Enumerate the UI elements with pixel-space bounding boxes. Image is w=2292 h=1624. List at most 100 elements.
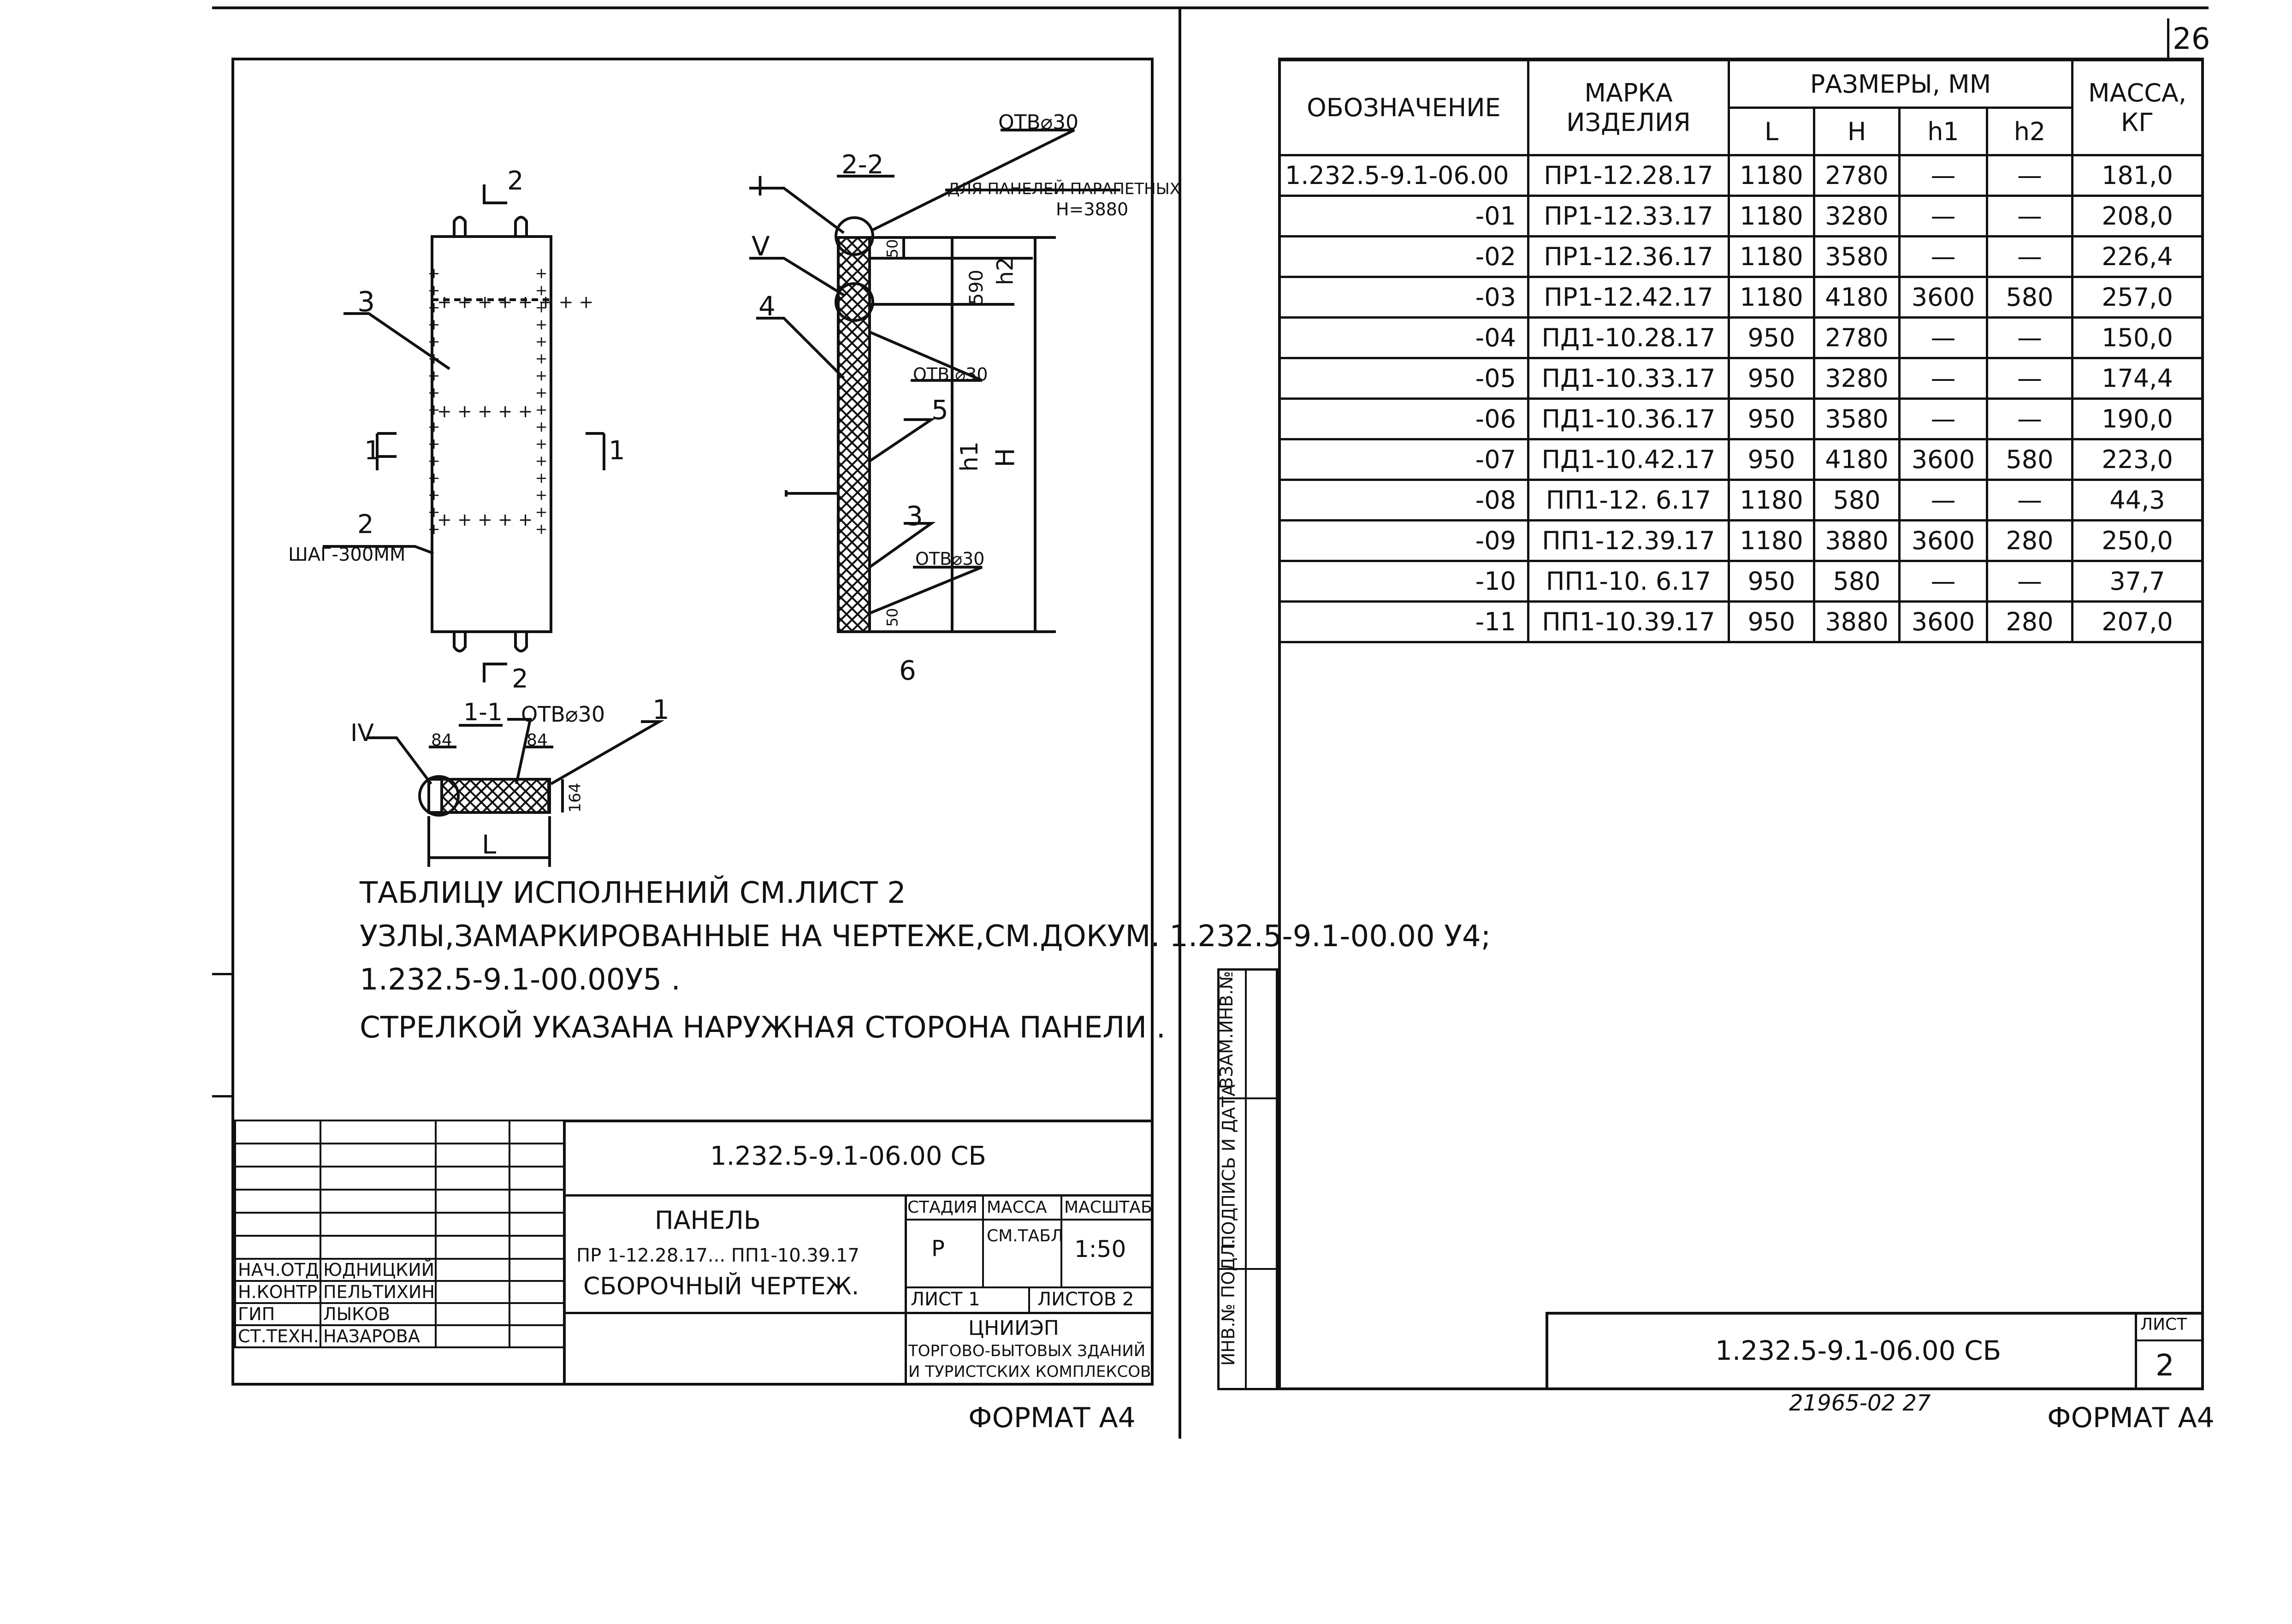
cell-H: 3280 <box>1813 195 1901 237</box>
cell-L: 950 <box>1728 560 1815 603</box>
dim-50-bottom: 50 <box>883 608 901 627</box>
stamp-sheets: ЛИСТОВ 2 <box>1037 1289 1134 1310</box>
left-margin-tick <box>212 973 231 975</box>
cell-mass: 181,0 <box>2071 154 2203 197</box>
left-margin-tick <box>212 1095 231 1097</box>
cell-h1: — <box>1898 397 1988 440</box>
cell-h2: — <box>1986 195 2073 237</box>
signer-role: СТ.ТЕХН. <box>234 1324 321 1348</box>
cell-h1: — <box>1898 154 1988 197</box>
cell-mass: 174,4 <box>2071 357 2203 400</box>
otv-30-section-1: ОТВ⌀30 <box>521 702 605 727</box>
cell-designation: 1.232.5-9.1-06.00 <box>1278 154 1529 197</box>
parapet-note-line1: ДЛЯ ПАНЕЛЕЙ ПАРАПЕТНЫХ <box>948 180 1180 198</box>
svg-text:+ + + + + + + + + + + + + + +: + + + + + + + + + + + + + + + + <box>533 267 551 536</box>
cell-L: 1180 <box>1728 479 1815 522</box>
cell-h1: — <box>1898 316 1988 359</box>
cell-designation: -11 <box>1278 600 1529 643</box>
cell-H: 4180 <box>1813 276 1901 319</box>
cell-mark: ПП1-10. 6.17 <box>1527 560 1730 603</box>
cell-designation: -10 <box>1278 560 1529 603</box>
header-sizes: РАЗМЕРЫ, ММ <box>1728 59 2073 109</box>
cell-h1: — <box>1898 195 1988 237</box>
title-block <box>563 1120 1154 1386</box>
cell-h2: — <box>1986 316 2073 359</box>
section-1-1 <box>367 718 665 867</box>
cell-h2: 280 <box>1986 600 2073 643</box>
cell-mark: ПР1-12.33.17 <box>1527 195 1730 237</box>
signer-name: ЛЫКОВ <box>320 1302 437 1326</box>
cell-L: 1180 <box>1728 235 1815 278</box>
cell-mass: 44,3 <box>2071 479 2203 522</box>
svg-text:+ + + + +: + + + + + <box>437 510 533 530</box>
node-IV-label: IV <box>350 719 374 747</box>
note-line-1: ТАБЛИЦУ ИСПОЛНЕНИЙ СМ.ЛИСТ 2 <box>360 876 906 910</box>
pos-3-section-label: 3 <box>906 500 923 532</box>
right-stamp <box>1546 1312 2204 1390</box>
stamp-org-line3: И ТУРИСТСКИХ КОМПЛЕКСОВ <box>908 1363 1151 1381</box>
otv-30-low: ОТВ⌀30 <box>915 549 985 569</box>
cell-h2: — <box>1986 560 2073 603</box>
cell-designation: -09 <box>1278 519 1529 562</box>
stamp-drawing-type: СБОРОЧНЫЙ ЧЕРТЕЖ. <box>583 1273 859 1300</box>
cell-mass: 223,0 <box>2071 438 2203 481</box>
dim-h2: h2 <box>992 257 1019 285</box>
right-stamp-sheet-no: 2 <box>2156 1349 2174 1383</box>
stamp-mass: СМ.ТАБЛ <box>987 1227 1064 1245</box>
node-I-label: I <box>756 171 764 202</box>
stamp-col-scale: МАСШТАБ <box>1064 1198 1152 1217</box>
page-number-box <box>2167 18 2211 59</box>
top-trim-line <box>212 6 2209 9</box>
cell-mark: ПП1-10.39.17 <box>1527 600 1730 643</box>
stamp-stage: Р <box>931 1236 945 1262</box>
section-2-2-title: 2-2 <box>841 150 884 180</box>
pos-5-label: 5 <box>931 394 948 426</box>
cell-H: 2780 <box>1813 154 1901 197</box>
cell-H: 2780 <box>1813 316 1901 359</box>
cell-mass: 207,0 <box>2071 600 2203 643</box>
signer-name: ЮДНИЦКИЙ <box>320 1258 437 1282</box>
cell-L: 950 <box>1728 600 1815 643</box>
pos-4-label: 4 <box>758 290 776 322</box>
side-label-inv: ИНВ.№ ПОДЛ. <box>1218 1239 1238 1366</box>
note-line-4: СТРЕЛКОЙ УКАЗАНА НАРУЖНАЯ СТОРОНА ПАНЕЛИ… <box>360 1011 1166 1045</box>
cell-h2: — <box>1986 154 2073 197</box>
cell-designation: -04 <box>1278 316 1529 359</box>
signer-role: НАЧ.ОТД. <box>234 1258 321 1282</box>
section-2-mark-bottom: 2 <box>512 664 528 694</box>
dim-84-right: 84 <box>527 731 548 750</box>
cell-h1: 3600 <box>1898 519 1988 562</box>
right-stamp-sheet-label: ЛИСТ <box>2140 1315 2187 1334</box>
cell-h2: — <box>1986 479 2073 522</box>
note-line-3: 1.232.5-9.1-00.00У5 . <box>360 963 681 997</box>
cell-mark: ПД1-10.42.17 <box>1527 438 1730 481</box>
signer-name: НАЗАРОВА <box>320 1324 437 1348</box>
otv-30-mid: ОТВ.⌀30 <box>913 364 988 385</box>
cell-mass: 257,0 <box>2071 276 2203 319</box>
cell-mark: ПР1-12.42.17 <box>1527 276 1730 319</box>
cell-mass: 150,0 <box>2071 316 2203 359</box>
cell-h2: — <box>1986 357 2073 400</box>
cell-h1: 3600 <box>1898 276 1988 319</box>
title-block-rule <box>1028 1286 1030 1312</box>
cell-designation: -02 <box>1278 235 1529 278</box>
parapet-note-line2: Н=3880 <box>1056 199 1129 219</box>
stamp-scale: 1:50 <box>1074 1236 1126 1262</box>
cell-mass: 190,0 <box>2071 397 2203 440</box>
stamp-subtitle: ПР 1-12.28.17... ПП1-10.39.17 <box>576 1245 859 1266</box>
right-format: ФОРМАТ А4 <box>2047 1402 2215 1434</box>
cell-h1: — <box>1898 235 1988 278</box>
cell-designation: -08 <box>1278 479 1529 522</box>
cell-H: 580 <box>1813 479 1901 522</box>
cell-L: 950 <box>1728 438 1815 481</box>
dim-H: H <box>990 448 1021 468</box>
cell-H: 3880 <box>1813 519 1901 562</box>
cell-mass: 208,0 <box>2071 195 2203 237</box>
cell-mark: ПП1-12. 6.17 <box>1527 479 1730 522</box>
side-label-sign: ПОДПИСЬ И ДАТА <box>1219 1084 1239 1248</box>
